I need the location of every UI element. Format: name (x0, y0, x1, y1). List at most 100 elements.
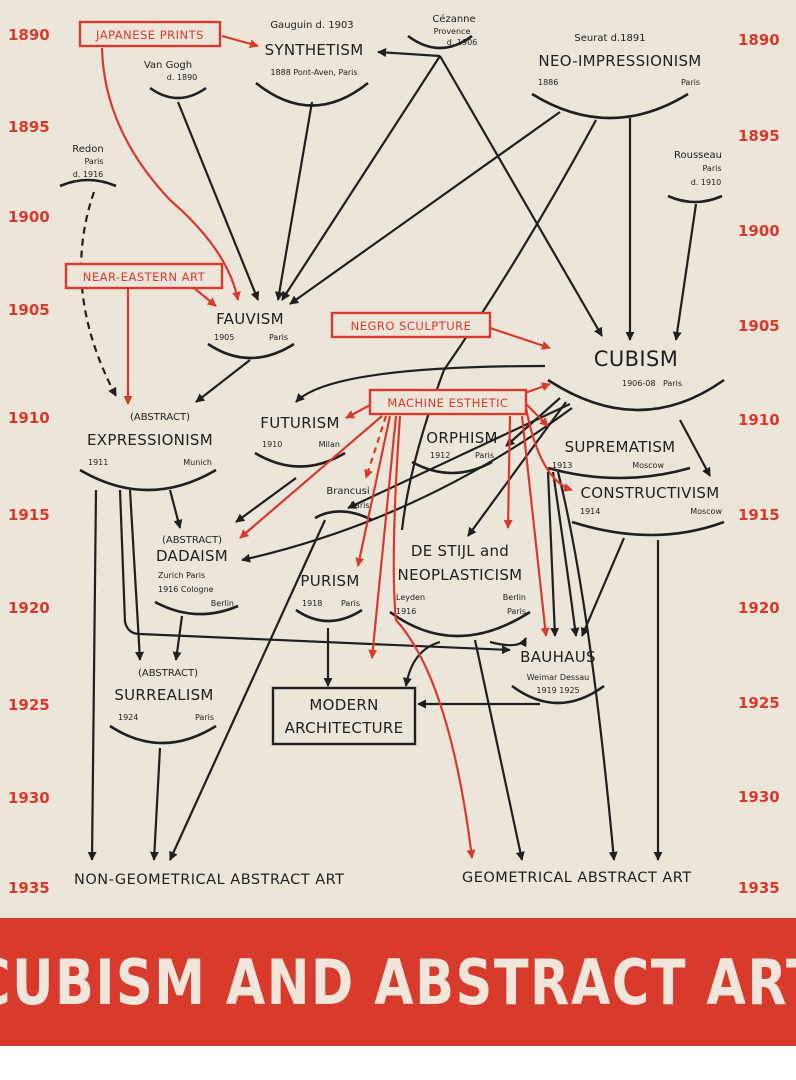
arrow (400, 119, 597, 531)
expressionism-arc (79, 468, 217, 492)
poster-title: CUBISM AND ABSTRACT ART (0, 945, 796, 1019)
place-label: Paris (341, 599, 360, 608)
box-label: MODERN (309, 696, 378, 714)
arrow (168, 489, 183, 529)
outcome-geometrical: GEOMETRICAL ABSTRACT ART (462, 870, 692, 886)
cezanne-arc (407, 34, 473, 50)
timeline-right: 1890 1895 1900 1905 1910 1915 1920 1925 … (738, 31, 780, 897)
node-bauhaus: BAUHAUS Weimar Dessau 1919 1925 (520, 648, 596, 695)
year-label: 1915 (8, 506, 50, 524)
place-label: 1916 Cologne (158, 585, 214, 594)
arrow (672, 203, 698, 341)
influence-label: NEAR-EASTERN ART (83, 270, 206, 284)
node-brancusi: Brancusi Paris (326, 486, 369, 510)
year-label: 1890 (738, 31, 780, 49)
place-label: Paris (84, 157, 103, 166)
movement-name: CONSTRUCTIVISM (581, 484, 720, 502)
node-surrealism: (ABSTRACT) SURREALISM 1924 Paris (114, 668, 214, 722)
van-gogh-arc (149, 86, 207, 100)
influence-near-eastern-art: NEAR-EASTERN ART (64, 262, 224, 290)
year-detail: 1919 1925 (536, 686, 579, 695)
arrow (402, 640, 441, 687)
node-futurism: FUTURISM 1910 Milan (260, 414, 340, 449)
place-label: Paris (195, 713, 214, 722)
place-label: Paris (663, 379, 682, 388)
node-suprematism: SUPREMATISM 1913 Moscow (552, 438, 675, 470)
movement-name: BAUHAUS (520, 648, 596, 666)
purism-arc (295, 608, 363, 623)
influence-label: JAPANESE PRINTS (95, 28, 204, 42)
cubism-arc (547, 378, 725, 412)
arrow (551, 471, 580, 637)
place-label: Paris (507, 607, 526, 616)
movement-name: EXPRESSIONISM (87, 431, 213, 449)
year-detail: 1905 (214, 333, 234, 342)
year-detail: 1910 (262, 440, 282, 449)
arrow (377, 48, 441, 58)
artist-label: Seurat d.1891 (574, 33, 645, 44)
date-label: d. 1916 (73, 170, 104, 179)
influence-label: NEGRO SCULPTURE (351, 319, 472, 333)
arrow (193, 287, 217, 307)
date-label: d. 1910 (691, 178, 722, 187)
movement-name: NEO-IMPRESSIONISM (538, 52, 701, 70)
bauhaus-arc (511, 684, 605, 705)
movement-prefix: (ABSTRACT) (138, 668, 198, 679)
dadaism-arc (154, 600, 239, 616)
movement-detail: 1888 Pont-Aven, Paris (270, 68, 357, 77)
place-label: Leyden (396, 593, 425, 602)
year-label: 1910 (8, 409, 50, 427)
arrow (239, 415, 383, 539)
arrow (392, 415, 476, 859)
movement-name: ORPHISM (426, 429, 498, 447)
node-rousseau: Rousseau Paris d. 1910 (674, 150, 722, 187)
year-label: 1900 (8, 208, 50, 226)
movement-name: DE STIJL and (411, 542, 509, 560)
year-label: 1910 (738, 411, 780, 429)
year-label: 1895 (8, 118, 50, 136)
arrow (100, 47, 241, 301)
arrow (281, 55, 441, 301)
arrow (473, 639, 525, 861)
arrow (524, 407, 573, 492)
year-detail: 1924 (118, 713, 138, 722)
place-label: Munich (183, 458, 212, 467)
year-label: 1890 (8, 26, 50, 44)
place-label: Zurich Paris (158, 571, 205, 580)
movement-name: CUBISM (594, 347, 678, 371)
year-detail: 1911 (88, 458, 108, 467)
artist-label: Gauguin d. 1903 (270, 20, 353, 31)
movement-name: FUTURISM (260, 414, 339, 432)
arrow (149, 747, 162, 861)
node-fauvism: FAUVISM 1905 Paris (214, 310, 288, 342)
arrow (355, 415, 392, 567)
node-expressionism: (ABSTRACT) EXPRESSIONISM 1911 Munich (87, 412, 213, 467)
outcome-non-geometrical: NON-GEOMETRICAL ABSTRACT ART (74, 872, 345, 888)
node-van-gogh: Van Gogh d. 1890 (144, 60, 197, 82)
arrow (168, 519, 327, 861)
artist-label: Cézanne (432, 13, 475, 25)
influence-japanese-prints: JAPANESE PRINTS (78, 20, 222, 48)
year-label: 1925 (738, 694, 780, 712)
year-label: 1915 (738, 506, 780, 524)
year-label: 1900 (738, 222, 780, 240)
year-label: 1925 (8, 696, 50, 714)
year-detail: 1906-08 (622, 379, 655, 388)
node-arcs (59, 34, 725, 745)
artist-label: Van Gogh (144, 60, 192, 71)
year-label: 1905 (8, 301, 50, 319)
arrow (546, 471, 560, 637)
place-label: Milan (319, 440, 340, 449)
redon-arc (59, 178, 117, 188)
arrow (679, 419, 711, 477)
movement-prefix: (ABSTRACT) (162, 535, 222, 546)
place-label: Weimar Dessau (527, 673, 590, 682)
date-label: d. 1906 (447, 38, 478, 47)
arrow (503, 415, 513, 529)
arrow (580, 537, 626, 637)
place-label: Paris (702, 164, 721, 173)
title-banner: CUBISM AND ABSTRACT ART (0, 918, 796, 1046)
arrow (368, 415, 398, 659)
year-detail: 1914 (580, 507, 600, 516)
